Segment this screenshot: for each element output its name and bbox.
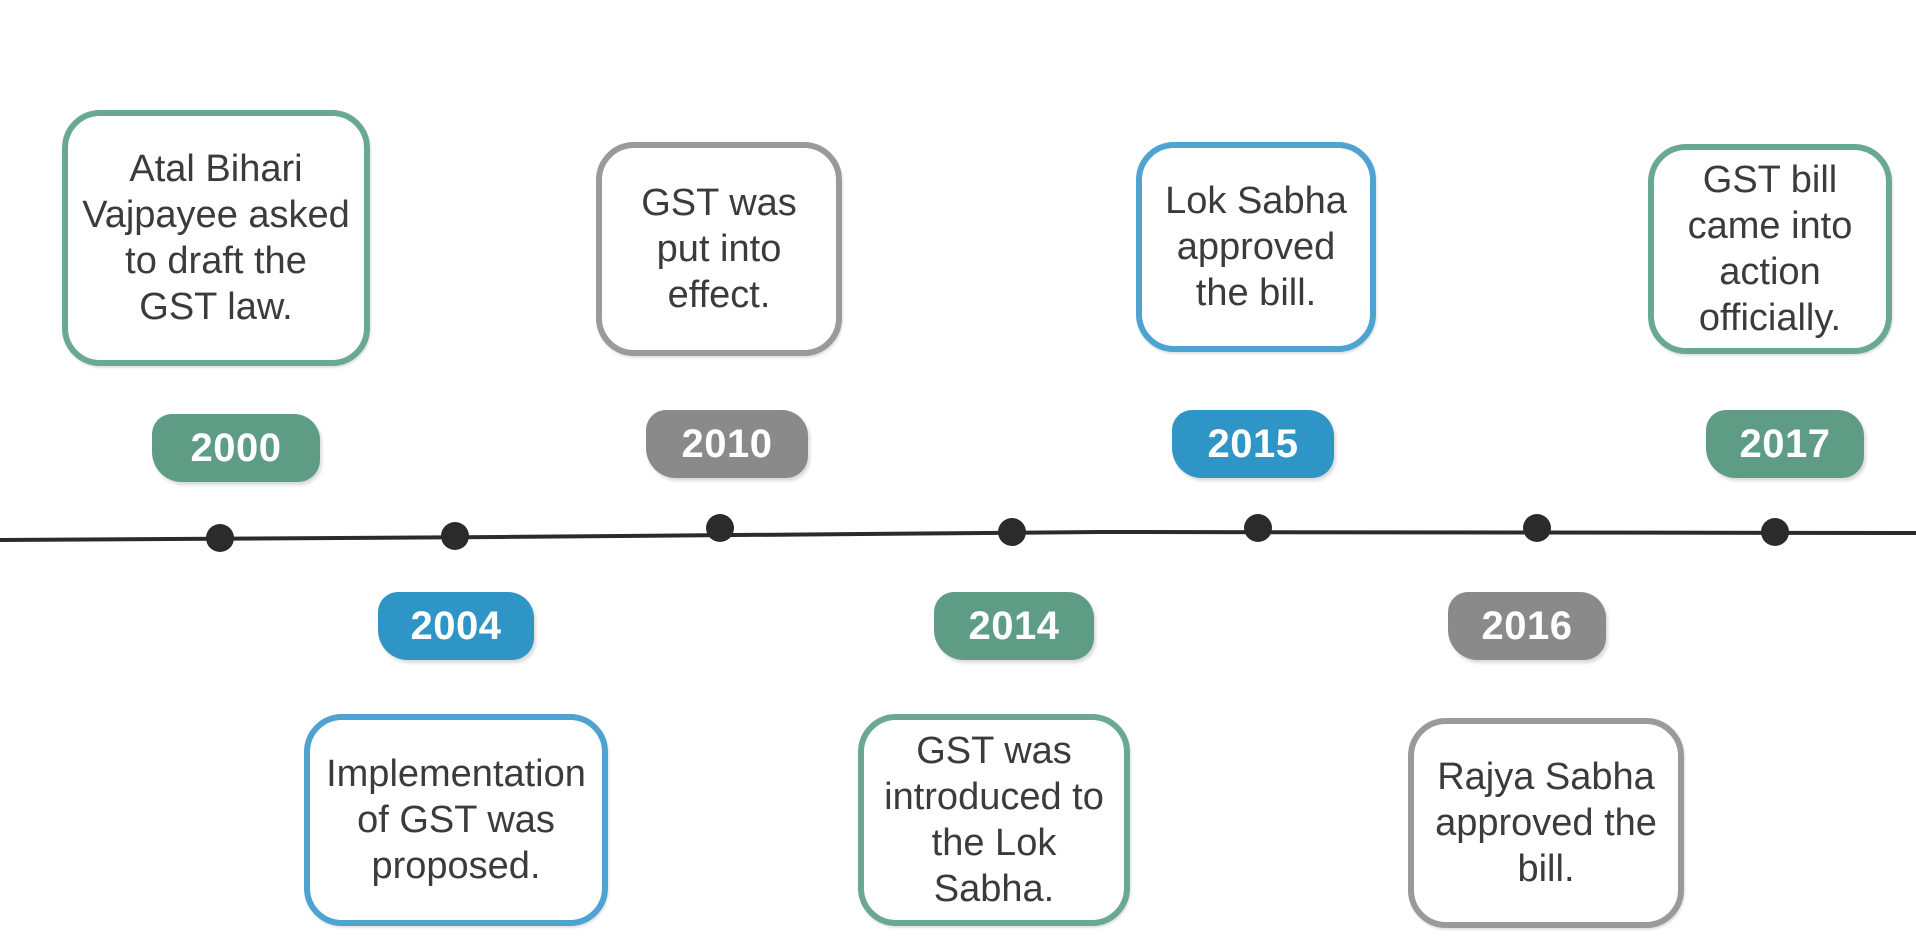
timeline-dot-2016	[1523, 514, 1551, 542]
year-badge-2010: 2010	[646, 410, 808, 478]
timeline-dot-2010	[706, 514, 734, 542]
timeline-dot-2017	[1761, 518, 1789, 546]
year-badge-2015: 2015	[1172, 410, 1334, 478]
event-text-2010: GST was put into effect.	[641, 182, 797, 316]
event-card-2000: Atal Bihari Vajpayee asked to draft the …	[62, 110, 370, 366]
event-card-2010: GST was put into effect.	[596, 142, 842, 356]
year-badge-2016: 2016	[1448, 592, 1606, 660]
year-badge-2017: 2017	[1706, 410, 1864, 478]
event-text-2015: Lok Sabha approved the bill.	[1165, 180, 1347, 314]
event-text-2004: Implementation of GST was proposed.	[326, 753, 586, 887]
event-text-2017: GST bill came into action officially.	[1687, 159, 1853, 339]
year-label-2000: 2000	[190, 425, 282, 470]
event-text-2000: Atal Bihari Vajpayee asked to draft the …	[82, 148, 350, 328]
year-label-2014: 2014	[968, 603, 1060, 648]
timeline-dot-2014	[998, 518, 1026, 546]
year-label-2016: 2016	[1481, 603, 1573, 648]
event-card-2004: Implementation of GST was proposed.	[304, 714, 608, 926]
event-card-2017: GST bill came into action officially.	[1648, 144, 1892, 354]
year-label-2017: 2017	[1739, 421, 1831, 466]
event-card-2015: Lok Sabha approved the bill.	[1136, 142, 1376, 352]
event-text-2016: Rajya Sabha approved the bill.	[1435, 756, 1657, 890]
year-badge-2014: 2014	[934, 592, 1094, 660]
event-card-2016: Rajya Sabha approved the bill.	[1408, 718, 1684, 928]
year-label-2015: 2015	[1207, 421, 1299, 466]
event-card-2014: GST was introduced to the Lok Sabha.	[858, 714, 1130, 926]
year-label-2004: 2004	[410, 603, 502, 648]
timeline-dot-2004	[441, 522, 469, 550]
timeline-dot-2000	[206, 524, 234, 552]
year-label-2010: 2010	[681, 421, 773, 466]
event-text-2014: GST was introduced to the Lok Sabha.	[884, 730, 1104, 910]
year-badge-2000: 2000	[152, 414, 320, 482]
year-badge-2004: 2004	[378, 592, 534, 660]
timeline-dot-2015	[1244, 514, 1272, 542]
